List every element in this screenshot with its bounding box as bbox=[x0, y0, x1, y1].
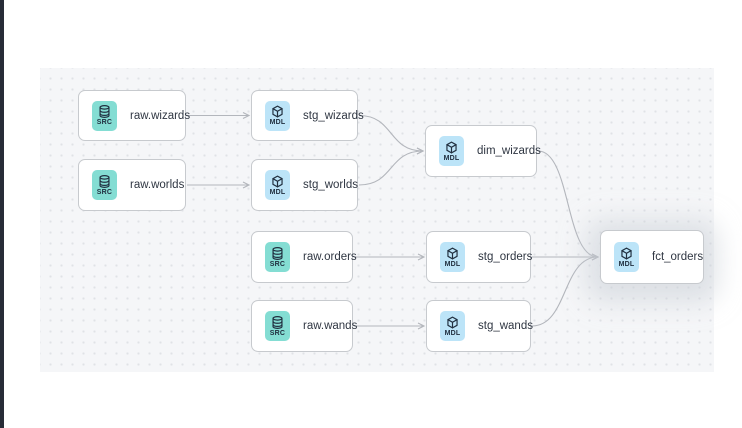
node-label: stg_worlds bbox=[303, 179, 358, 191]
dag-node-dim_wizards[interactable]: MDL dim_wizards bbox=[425, 125, 541, 177]
database-icon bbox=[98, 105, 111, 118]
node-label: fct_orders bbox=[652, 251, 704, 263]
dag-node-fct_orders[interactable]: MDL fct_orders bbox=[600, 230, 704, 284]
node-label: raw.wizards bbox=[130, 109, 191, 122]
cube-icon bbox=[445, 140, 458, 154]
dag-node-raw_wizards[interactable]: SRC raw.wizards bbox=[78, 90, 190, 141]
dag-node-raw_orders[interactable]: SRC raw.orders bbox=[251, 231, 357, 283]
badge-label: MDL bbox=[269, 119, 286, 126]
node-label: stg_orders bbox=[478, 251, 533, 263]
src-type-badge: SRC bbox=[265, 242, 290, 272]
badge-label: SRC bbox=[96, 119, 113, 126]
dag-node-stg_worlds[interactable]: MDL stg_worlds bbox=[251, 159, 358, 211]
mdl-type-badge: MDL bbox=[265, 100, 290, 131]
cube-icon bbox=[620, 246, 633, 260]
database-icon bbox=[271, 315, 284, 329]
badge-label: SRC bbox=[96, 188, 113, 196]
database-icon bbox=[98, 174, 111, 188]
node-label: stg_wizards bbox=[303, 109, 364, 122]
badge-label: SRC bbox=[269, 329, 286, 337]
mdl-type-badge: MDL bbox=[439, 136, 464, 166]
node-label: raw.worlds bbox=[130, 179, 185, 191]
mdl-type-badge: MDL bbox=[614, 242, 639, 272]
node-label: raw.wands bbox=[303, 320, 358, 332]
cube-icon bbox=[271, 105, 284, 118]
dag-node-stg_wands[interactable]: MDL stg_wands bbox=[426, 300, 533, 352]
dag-node-stg_wizards[interactable]: MDL stg_wizards bbox=[251, 90, 364, 141]
node-label: stg_wands bbox=[478, 320, 533, 332]
src-type-badge: SRC bbox=[92, 100, 117, 131]
edge-stg_wands-to-fct_orders bbox=[531, 253, 600, 327]
badge-label: MDL bbox=[444, 329, 461, 337]
src-type-badge: SRC bbox=[265, 311, 290, 341]
dag-node-raw_wands[interactable]: SRC raw.wands bbox=[251, 300, 357, 352]
cube-icon bbox=[446, 315, 459, 329]
node-label: dim_wizards bbox=[477, 145, 541, 157]
mdl-type-badge: MDL bbox=[265, 170, 290, 200]
node-label: raw.orders bbox=[303, 251, 357, 263]
dag-node-stg_orders[interactable]: MDL stg_orders bbox=[426, 231, 533, 283]
edge-stg_wizards-to-dim_wizards bbox=[358, 114, 425, 155]
edge-stg_worlds-to-dim_wizards bbox=[358, 147, 425, 186]
src-type-badge: SRC bbox=[92, 170, 117, 200]
dag-node-raw_worlds[interactable]: SRC raw.worlds bbox=[78, 159, 186, 211]
window-edge-bar bbox=[0, 0, 4, 428]
badge-label: MDL bbox=[269, 188, 286, 196]
badge-label: SRC bbox=[269, 260, 286, 268]
dag-edges-layer bbox=[187, 112, 600, 330]
badge-label: MDL bbox=[618, 260, 635, 268]
mdl-type-badge: MDL bbox=[440, 311, 465, 341]
database-icon bbox=[271, 246, 284, 260]
badge-label: MDL bbox=[444, 260, 461, 268]
cube-icon bbox=[271, 174, 284, 188]
cube-icon bbox=[446, 246, 459, 260]
edge-dim_wizards-to-fct_orders bbox=[537, 150, 600, 261]
badge-label: MDL bbox=[443, 154, 460, 162]
mdl-type-badge: MDL bbox=[440, 242, 465, 272]
